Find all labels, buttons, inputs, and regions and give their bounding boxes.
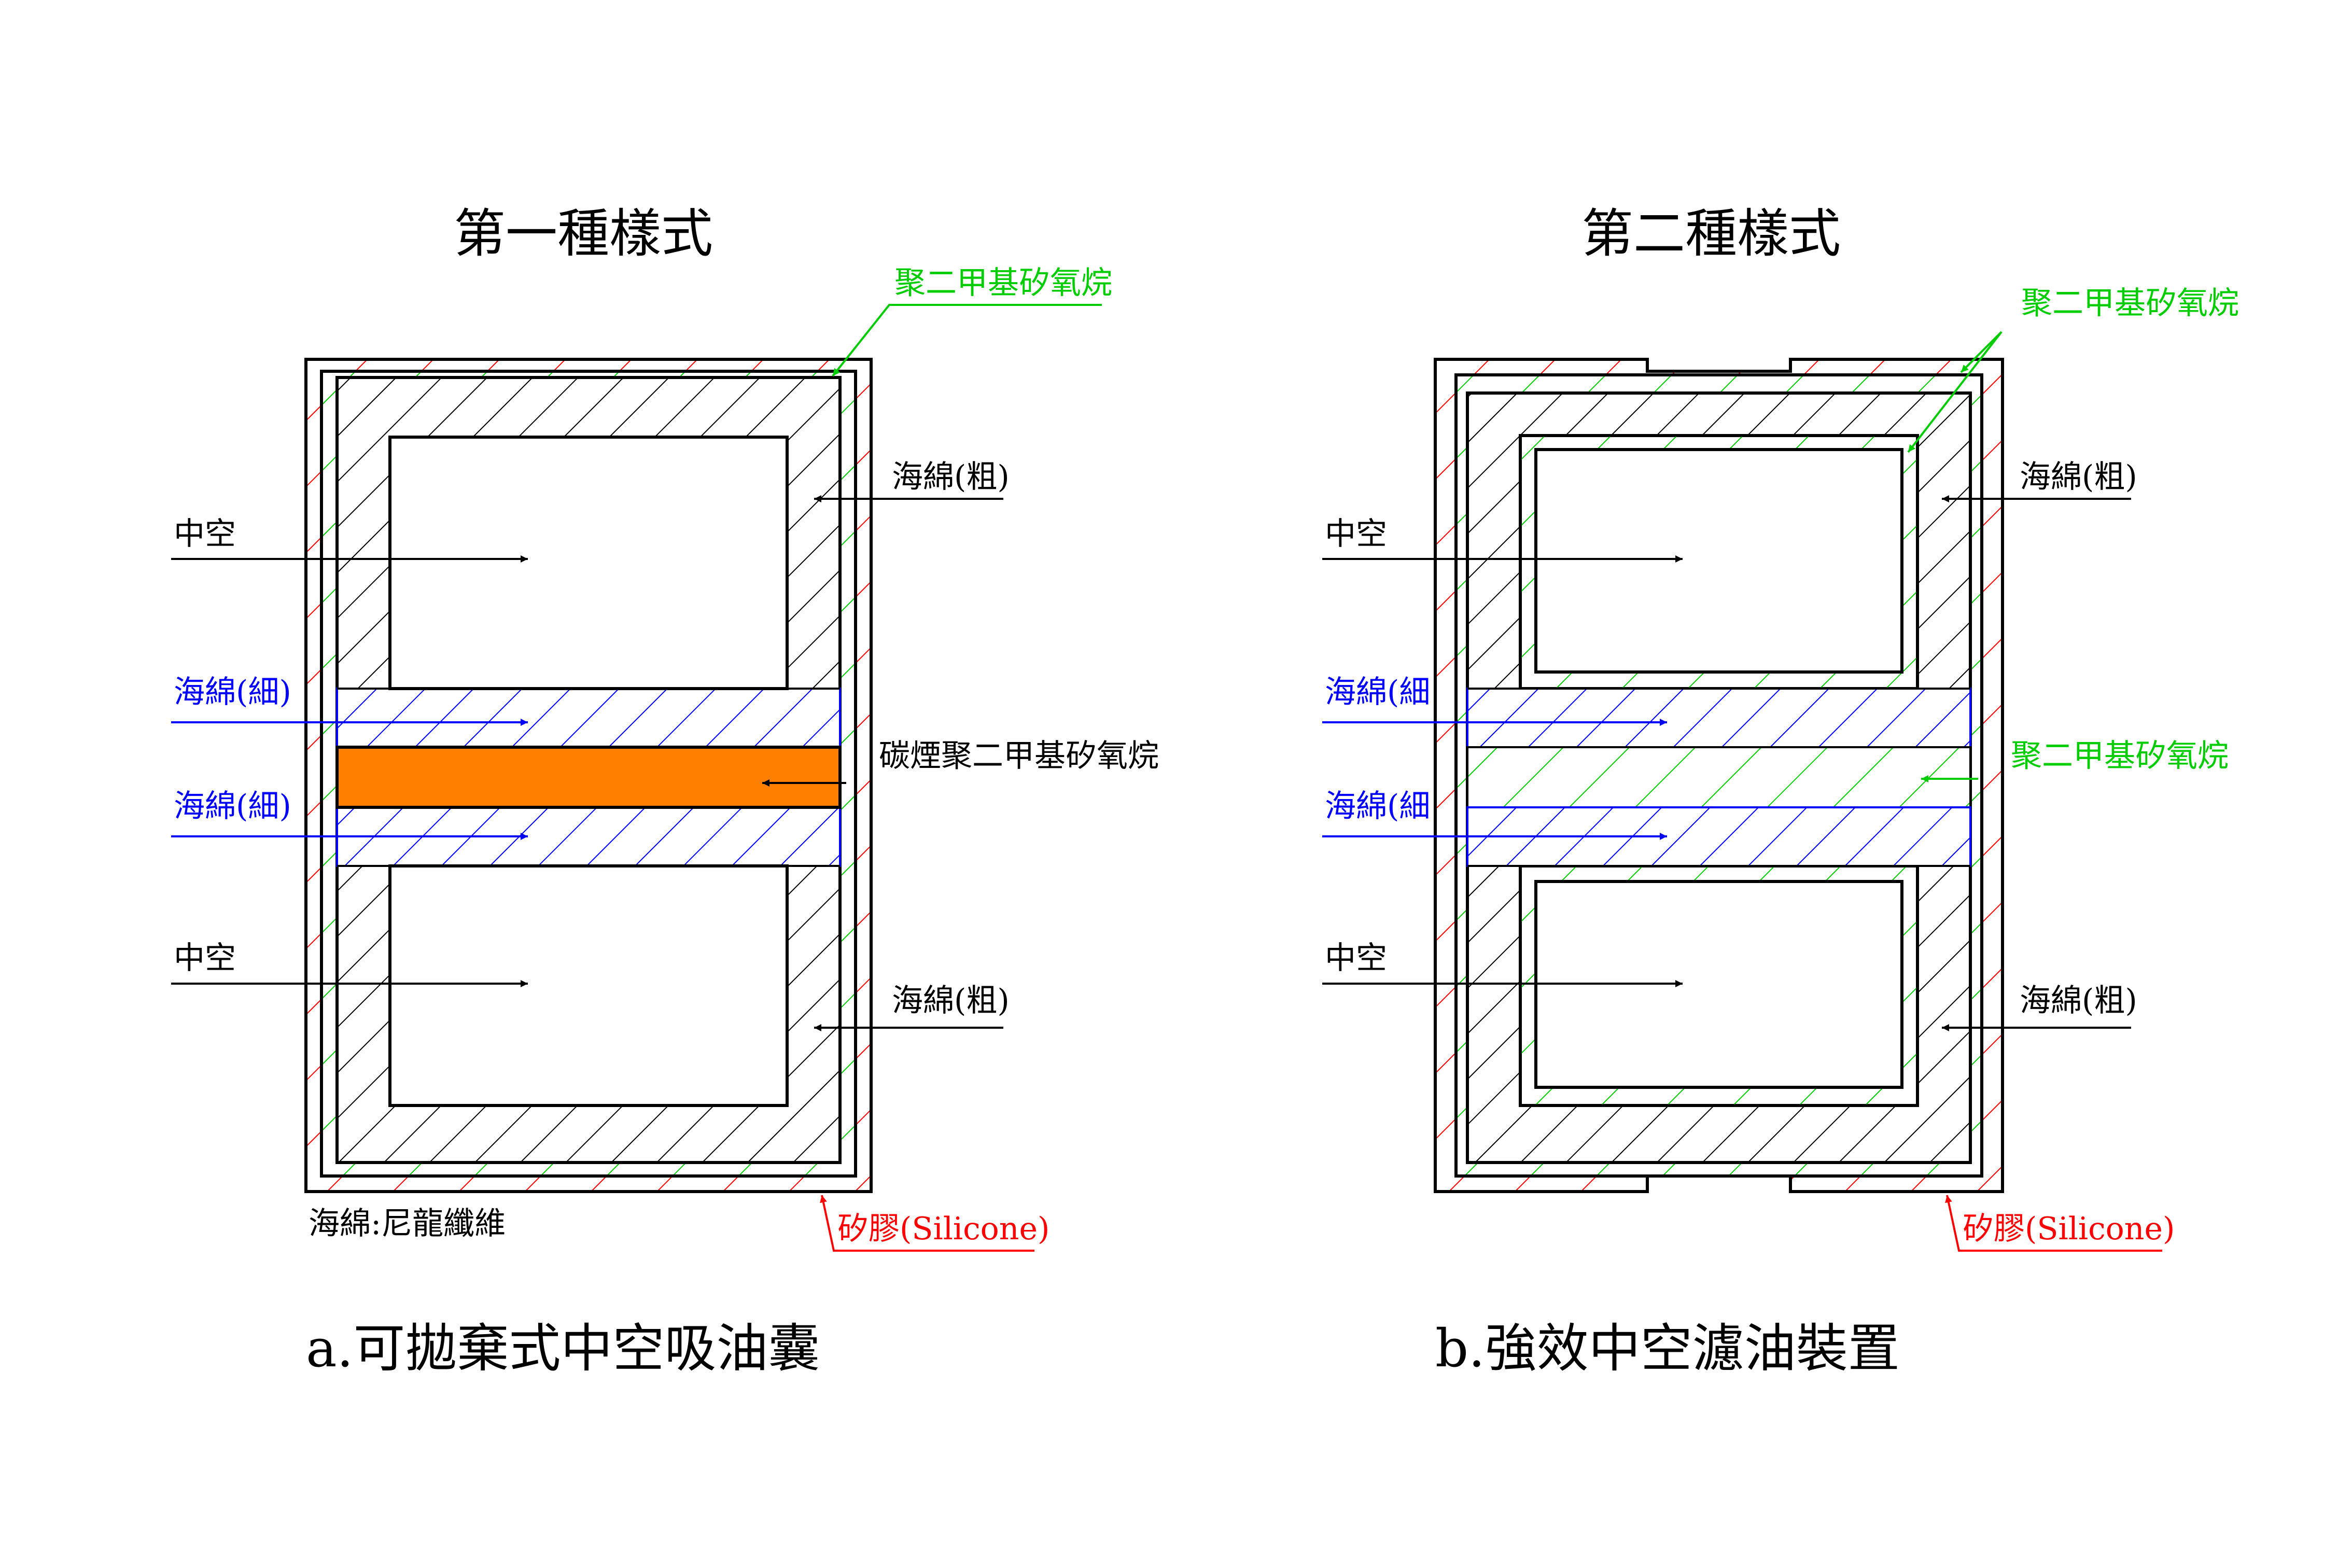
label-fine-sponge-a-top: 海綿(細) — [174, 674, 291, 710]
diagram-b-title: 第二種樣式 — [1581, 203, 1841, 264]
note-sponge-material: 海綿:尼龍纖維 — [309, 1206, 506, 1242]
diagram-b-caption: b.強效中空濾油裝置 — [1435, 1318, 1900, 1379]
label-fine-sponge-b-bottom: 海綿(細 — [1325, 788, 1430, 824]
label-coarse-sponge-b-top: 海綿(粗) — [2020, 459, 2137, 495]
label-silicone-b: 矽膠(Silicone) — [1963, 1211, 2175, 1247]
label-coarse-sponge-b-bottom: 海綿(粗) — [2020, 983, 2137, 1019]
leader-pdms-b-outer — [1960, 331, 2003, 373]
diagram-a: 第一種樣式 中空 海綿(細) 海綿(細) 中空 聚二甲基矽氧烷 海綿(粗) — [171, 203, 1159, 1379]
fine-sponge-band-a-top-hatch — [336, 688, 841, 748]
hollow-chamber-a-top — [388, 436, 789, 690]
label-hollow-a-top: 中空 — [174, 516, 236, 552]
label-pdms-a: 聚二甲基矽氧烷 — [894, 265, 1112, 301]
leader-pdms-a — [832, 304, 1102, 377]
leader-silicone-b — [1945, 1195, 2162, 1252]
label-silicone-a: 矽膠(Silicone) — [837, 1211, 1049, 1247]
pdms-band-b — [1466, 746, 1971, 808]
label-pdms-b-top: 聚二甲基矽氧烷 — [2021, 285, 2239, 321]
label-pdms-b-middle: 聚二甲基矽氧烷 — [2011, 738, 2229, 774]
diagram-b: 第二種樣式 中空 海綿(細 海綿(細 中空 聚二甲基矽氧烷 — [1322, 203, 2239, 1379]
label-coarse-sponge-a-top: 海綿(粗) — [892, 459, 1010, 495]
diagram-a-title: 第一種樣式 — [454, 203, 713, 264]
label-carbon-pdms: 碳煙聚二甲基矽氧烷 — [879, 738, 1159, 774]
label-hollow-a-bottom: 中空 — [174, 940, 236, 976]
carbon-pdms-band — [335, 746, 842, 809]
label-fine-sponge-a-bottom: 海綿(細) — [174, 788, 291, 824]
label-hollow-b-top: 中空 — [1325, 516, 1387, 552]
label-hollow-b-bottom: 中空 — [1325, 940, 1387, 976]
label-fine-sponge-b-top: 海綿(細 — [1325, 674, 1430, 710]
diagram-a-caption: a.可拋棄式中空吸油囊 — [306, 1318, 820, 1379]
fine-sponge-band-b-top — [1466, 688, 1971, 748]
hollow-chamber-a-bottom — [388, 864, 789, 1107]
leader-pdms-b-frame — [1907, 331, 2003, 453]
hollow-chamber-b-top — [1534, 448, 1903, 674]
leader-silicone-a — [820, 1195, 1034, 1252]
label-coarse-sponge-a-bottom: 海綿(粗) — [892, 983, 1010, 1019]
